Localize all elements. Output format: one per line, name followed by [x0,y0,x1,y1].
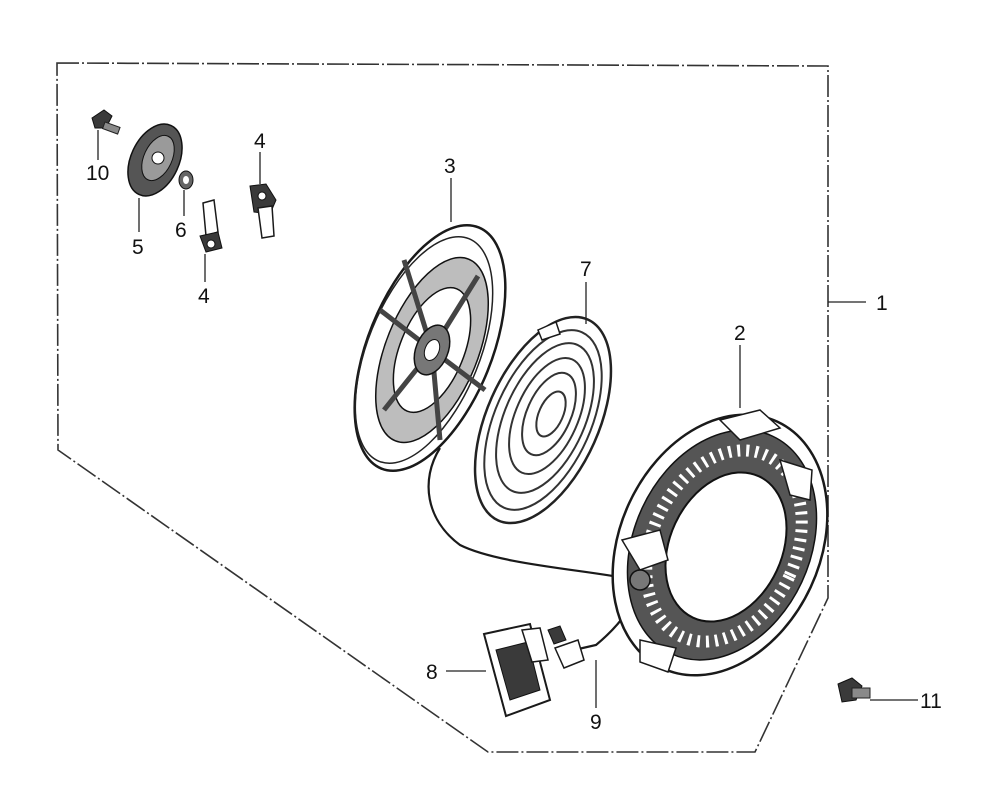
callout-2: 2 [734,322,746,345]
callout-5: 5 [132,236,144,259]
leader-lines [97,130,918,708]
reel-pulley-part-3 [353,223,507,473]
callout-7: 7 [580,258,592,281]
washer-part-6 [178,170,194,190]
starter-handle-part-8 [482,622,552,718]
callout-3: 3 [444,155,456,178]
screw-part-10 [91,109,121,135]
bolt-part-11 [837,677,871,703]
rope-knot-part-9 [547,625,585,669]
starter-case-part-2 [611,409,829,677]
callout-4-lower: 4 [198,285,210,308]
callout-9: 9 [590,711,602,734]
callout-10: 10 [86,162,109,185]
pawl-part-4-lower [199,199,223,253]
callout-8: 8 [426,661,438,684]
recoil-spring-part-7 [473,315,613,525]
pawl-part-4-upper [249,183,277,239]
callout-6: 6 [175,219,187,242]
callout-11: 11 [920,690,942,713]
callout-1: 1 [876,292,888,315]
assembly-boundary [56,62,829,753]
callout-4-upper: 4 [254,130,266,153]
starter-rope-part-9 [427,447,637,652]
drive-plate-part-5 [127,123,183,197]
